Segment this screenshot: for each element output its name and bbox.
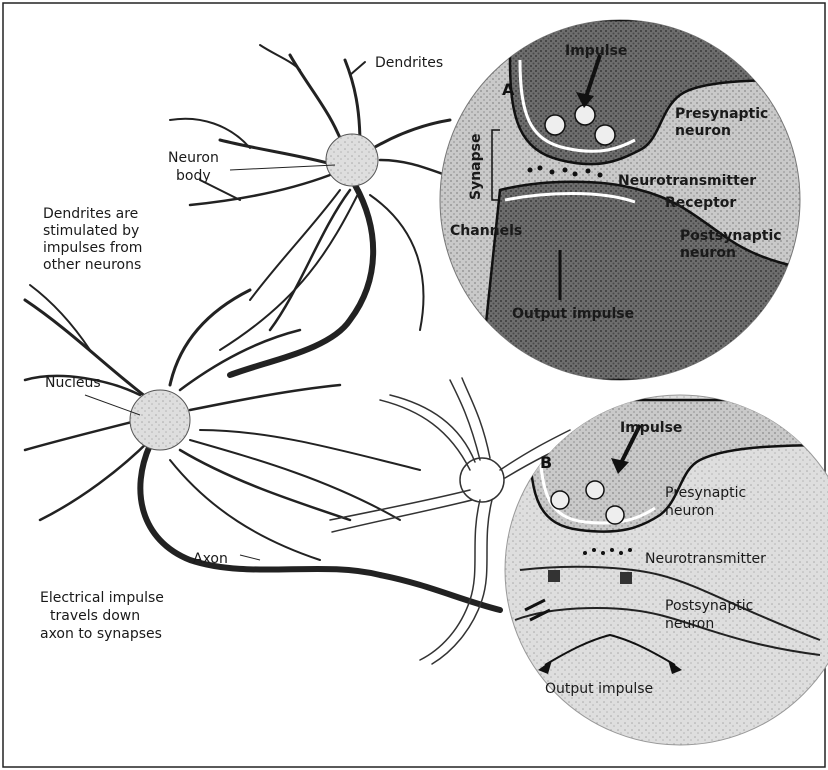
neuron-upper [170, 45, 460, 375]
neuron-body-upper [326, 134, 378, 186]
label-neuron-body-2: body [176, 168, 211, 184]
inset-a-postsynaptic-1: Postsynaptic [680, 228, 782, 244]
inset-b-impulse: Impulse [620, 420, 682, 436]
neuron-lower [25, 285, 500, 610]
inset-a-output: Output impulse [512, 306, 634, 322]
inset-a-postsynaptic-2: neuron [680, 245, 736, 261]
inset-b-output: Output impulse [545, 681, 653, 697]
caption-bottom-line3: axon to synapses [40, 626, 162, 642]
caption-top-line3: impulses from [43, 240, 142, 256]
label-axon: Axon [193, 551, 228, 567]
inset-a-receptor: Receptor [665, 195, 736, 211]
label-neuron-body-1: Neuron [168, 150, 219, 166]
inset-a-neurotransmitter: Neurotransmitter [618, 173, 756, 189]
caption-top-line2: stimulated by [43, 223, 139, 239]
inset-a-synapse: Synapse [468, 134, 484, 200]
inset-b-letter: B [540, 453, 552, 472]
inset-b-presynaptic-2: neuron [665, 503, 714, 519]
inset-a-impulse: Impulse [565, 43, 627, 59]
inset-b-postsynaptic-2: neuron [665, 616, 714, 632]
caption-bottom-line2: travels down [50, 608, 140, 624]
inset-b-neurotransmitter: Neurotransmitter [645, 551, 766, 567]
caption-bottom-line1: Electrical impulse [40, 590, 164, 606]
inset-a-letter: A [502, 80, 515, 99]
inset-a-presynaptic-1: Presynaptic [675, 106, 768, 122]
label-dendrites: Dendrites [375, 55, 443, 71]
inset-a-presynaptic-2: neuron [675, 123, 731, 139]
nucleus-cell [130, 390, 190, 450]
inset-a-channels: Channels [450, 223, 522, 239]
inset-a [440, 20, 828, 380]
caption-top-line4: other neurons [43, 257, 141, 273]
inset-b-postsynaptic-1: Postsynaptic [665, 598, 753, 614]
label-nucleus: Nucleus [45, 375, 101, 391]
caption-top-line1: Dendrites are [43, 206, 138, 222]
inset-b-presynaptic-1: Presynaptic [665, 485, 746, 501]
